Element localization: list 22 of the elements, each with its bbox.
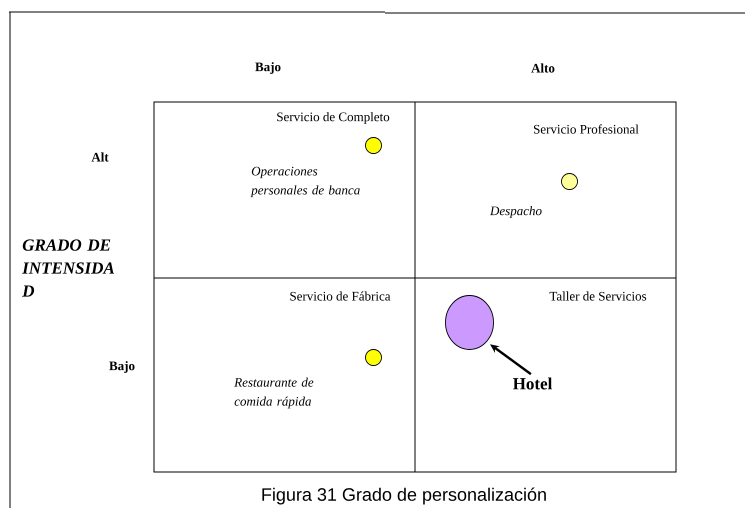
figure-caption: Figura 31 Grado de personalización <box>262 488 546 504</box>
quadrant-heading: Taller de Servicios <box>550 291 646 301</box>
quadrant-box <box>154 278 416 472</box>
axis-title: GRADO DE INTENSIDA D <box>22 239 114 297</box>
quadrant-box <box>414 102 676 278</box>
quadrant-heading: Servicio Profesional <box>534 124 639 134</box>
service-example: Operaciones personales de banca <box>250 166 360 198</box>
axis-level: Alto <box>531 63 554 73</box>
axis-level: Alt <box>91 152 109 162</box>
axis-level: Bajo <box>255 62 280 74</box>
quadrant-heading: Servicio de Fábrica <box>290 291 390 301</box>
axis-level: Bajo <box>109 361 135 373</box>
quadrant-box <box>414 278 676 472</box>
position-dot <box>561 173 578 190</box>
hotel-circle <box>445 295 494 350</box>
service-example: Despacho <box>490 206 542 218</box>
quadrant-heading: Servicio de Completo <box>277 112 390 124</box>
position-dot <box>365 349 382 366</box>
quadrant-box <box>154 102 416 278</box>
service-example: Restaurante de comida rápida <box>234 378 314 408</box>
position-dot <box>365 137 382 154</box>
hotel-label: Hotel <box>512 378 552 390</box>
